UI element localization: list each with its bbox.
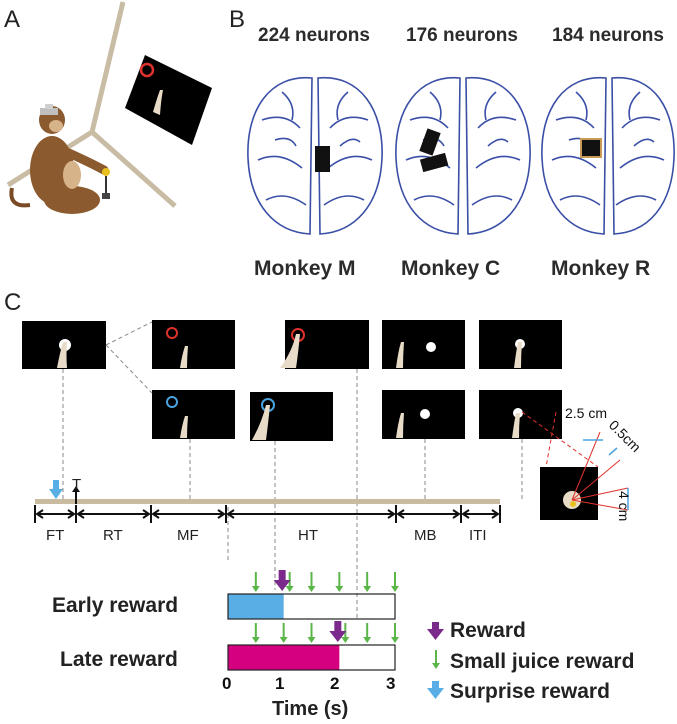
panel-letter-a: A: [4, 6, 21, 33]
condition-label-late: Late reward: [60, 648, 178, 671]
time-tick-0: 0: [222, 674, 232, 693]
condition-label-early: Early reward: [52, 594, 179, 617]
hand-cursor-icon: [153, 90, 163, 115]
neuron-count-c: 176 neurons: [406, 25, 518, 46]
phase-arrowhead: [151, 509, 160, 519]
reward-arrow: [334, 621, 342, 632]
guide-lines: [62, 321, 523, 620]
screen-target-red: [152, 320, 235, 369]
screen-target-blue: [152, 390, 235, 439]
late-reward-box: [227, 644, 396, 671]
monkey-label-m: Monkey M: [254, 257, 356, 280]
zoom-inset: [521, 411, 629, 520]
phase-label-ft: FT: [46, 527, 65, 544]
phase-arrowhead: [142, 509, 151, 519]
late-reward-row: [227, 621, 399, 671]
small-juice-arrowhead: [251, 637, 260, 643]
phase-arrowhead: [76, 509, 85, 519]
time-axis-label: Time (s): [272, 698, 349, 720]
reward-arrowhead: [273, 580, 291, 591]
early-reward-row: [227, 570, 399, 620]
time-tick-2: 2: [330, 674, 340, 693]
neuron-count-r: 184 neurons: [552, 25, 664, 46]
early-reward-fill: [228, 594, 284, 619]
phase-label-mb: MB: [414, 527, 437, 544]
small-juice-arrowhead: [285, 586, 294, 592]
legend-reward: Reward: [450, 619, 526, 642]
joystick-icon: [102, 168, 110, 199]
phase-arrowhead: [452, 509, 461, 519]
phase-arrowhead: [226, 509, 235, 519]
dim-cursor-offset: 2.5 cm: [565, 405, 608, 421]
reward-arrowhead: [329, 631, 347, 642]
legend-surprise-icon: [427, 681, 444, 699]
wall-corner-line: [89, 1, 126, 133]
phase-arrowhead: [217, 509, 226, 519]
surprise-arrow-icon: [49, 480, 63, 499]
phase-arrowhead: [396, 509, 405, 519]
phase-arrowhead: [387, 509, 396, 519]
panel-letter-b: B: [229, 6, 246, 33]
panel-letter-c: C: [4, 289, 22, 316]
recording-site-m: [315, 146, 330, 172]
floor-line-right: [90, 130, 177, 208]
legend-reward-icon: [427, 622, 444, 640]
phase-label-iti: ITI: [469, 527, 487, 544]
legend-surprise: Surprise reward: [450, 680, 610, 703]
phase-arrowhead: [461, 509, 470, 519]
red-target-icon: [139, 62, 155, 78]
task-screen: [125, 55, 212, 145]
screen-move-back-2: [382, 390, 465, 439]
small-juice-arrowhead: [335, 586, 344, 592]
small-juice-arrowhead: [251, 586, 260, 592]
screen-iti-2: [479, 390, 562, 439]
screen-iti-1: [479, 320, 562, 369]
time-tick-3: 3: [386, 674, 396, 693]
monkey-label-c: Monkey C: [401, 257, 501, 280]
small-juice-arrowhead: [307, 637, 316, 643]
monkey-label-r: Monkey R: [551, 257, 651, 280]
legend-small-juice-icon: [432, 650, 440, 669]
phase-arrowhead: [67, 509, 76, 519]
phase-label-rt: RT: [103, 527, 123, 544]
recording-site-c2: [419, 152, 449, 173]
task-marker-label: T: [72, 476, 82, 493]
reward-arrow: [278, 570, 286, 581]
small-juice-arrowhead: [307, 586, 316, 592]
screen-hold-blue: [250, 392, 333, 441]
small-juice-arrowhead: [363, 637, 372, 643]
small-juice-arrowhead: [391, 637, 399, 643]
screen-hold-red: [280, 320, 369, 369]
phase-arrowhead: [35, 509, 44, 519]
recording-site-r: [580, 138, 602, 158]
small-juice-arrowhead: [391, 586, 399, 592]
early-reward-box: [227, 593, 396, 620]
phase-arrowhead: [491, 509, 500, 519]
screen-fixation: [22, 321, 106, 369]
task-marker-arrowhead: [72, 486, 80, 492]
late-reward-fill: [228, 645, 340, 670]
brain-monkey-m: [247, 77, 383, 235]
screen-move-back-1: [382, 320, 465, 369]
phase-label-mf: MF: [177, 527, 199, 544]
small-juice-arrowhead: [341, 637, 350, 643]
phase-label-ht: HT: [298, 527, 318, 544]
monkey-illustration: [9, 104, 109, 214]
brain-monkey-c: [395, 77, 531, 235]
small-juice-arrowhead: [279, 637, 288, 643]
timeline-bar: [35, 499, 500, 504]
small-juice-arrowhead: [363, 586, 372, 592]
recording-site-c1: [419, 128, 441, 156]
neuron-count-m: 224 neurons: [258, 25, 370, 46]
legend-small-juice: Small juice reward: [450, 650, 635, 673]
time-tick-1: 1: [275, 674, 285, 693]
